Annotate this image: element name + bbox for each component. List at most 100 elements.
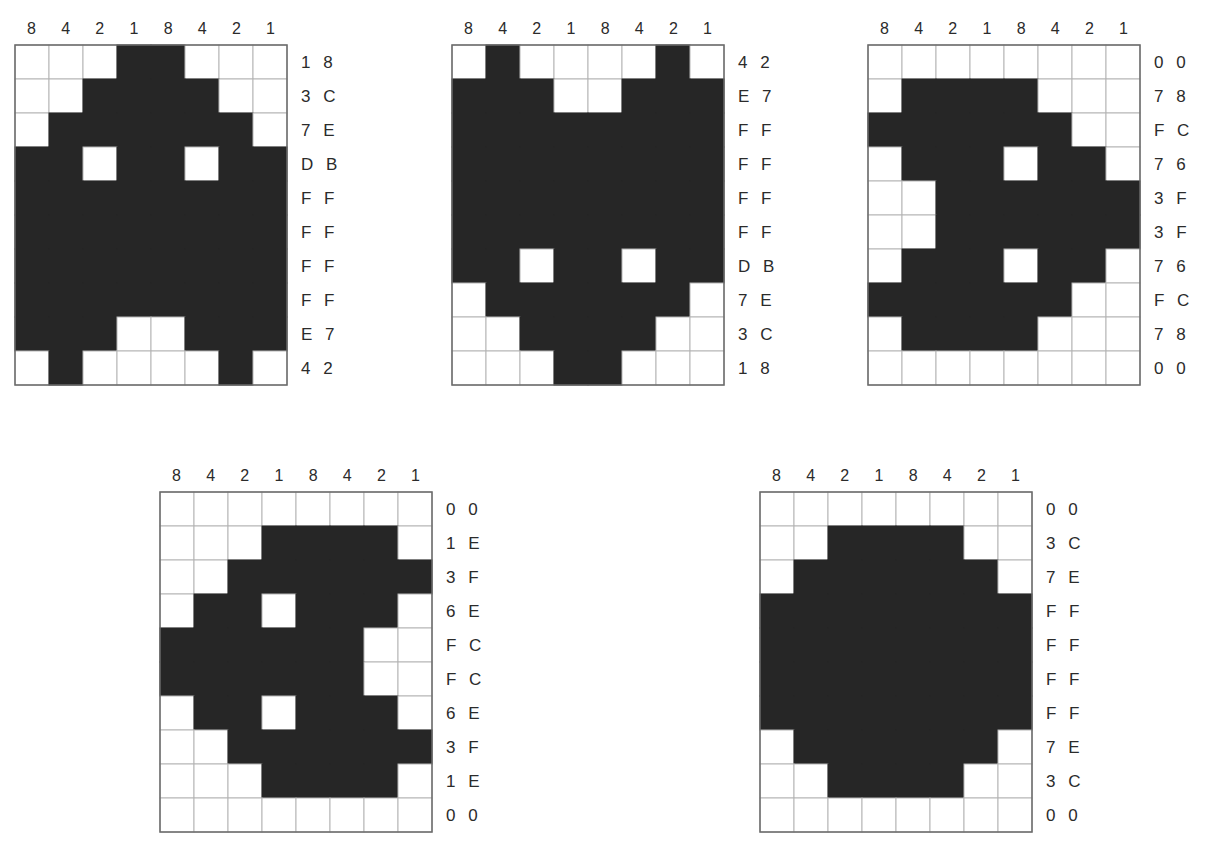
pixel-cell [1038,283,1072,317]
pixel-cell [622,351,656,385]
pixel-cell [902,113,936,147]
hex-value: 6 E [446,603,480,620]
hex-value: F F [301,258,335,275]
pixel-grid [451,44,725,386]
pixel-cell [554,79,588,113]
pixel-cell [690,45,724,79]
hex-value: 3 F [1154,190,1187,207]
pixel-cell [760,696,794,730]
pixel-cell [117,147,151,181]
hex-value: 7 E [1046,569,1080,586]
pixel-cell [296,560,330,594]
pixel-cell [970,79,1004,113]
pixel-cell [15,147,49,181]
pixel-cell [930,526,964,560]
pixel-cell [117,283,151,317]
pixel-cell [117,113,151,147]
pixel-cell [296,764,330,798]
pixel-cell [964,526,998,560]
pixel-cell [868,113,902,147]
pixel-cell [868,351,902,385]
pixel-cell [219,283,253,317]
hex-value: 0 0 [446,807,478,824]
pixel-cell [185,351,219,385]
pixel-cell [185,283,219,317]
pixel-cell [1072,79,1106,113]
pixel-cell [15,45,49,79]
pixel-cell [262,662,296,696]
pixel-cell [194,730,228,764]
pixel-cell [1106,79,1140,113]
pixel-cell [760,798,794,832]
pixel-cell [964,492,998,526]
pixel-cell [1072,249,1106,283]
pixel-cell [262,730,296,764]
pixel-cell [862,526,896,560]
pixel-cell [219,215,253,249]
grid-outline [868,45,1140,385]
pixel-cell [185,317,219,351]
pixel-cell [262,526,296,560]
pixel-cell [930,696,964,730]
pixel-cell [398,492,432,526]
hex-value: 7 6 [1154,156,1186,173]
pixel-cell [160,764,194,798]
pixel-cell [554,45,588,79]
pixel-cell [262,696,296,730]
pixel-cell [228,798,262,832]
pixel-cell [896,560,930,594]
pixel-cell [253,283,287,317]
pixel-cell [160,730,194,764]
pixel-cell [1106,351,1140,385]
pixel-cell [296,526,330,560]
pixel-cell [486,215,520,249]
pixel-cell [760,764,794,798]
pixel-cell [902,181,936,215]
pixel-cell [486,45,520,79]
pixel-cell [868,283,902,317]
pixel-cell [160,526,194,560]
pixel-cell [452,317,486,351]
pixel-cell [253,317,287,351]
pixel-cell [49,351,83,385]
pixel-cell [49,79,83,113]
pixel-cell [970,181,1004,215]
pixel-cell [554,181,588,215]
pixel-cell [964,798,998,832]
pixel-cell [828,798,862,832]
pixel-cell [1106,45,1140,79]
pixel-cell [970,113,1004,147]
pixel-cell [656,45,690,79]
hex-value: 7 6 [1154,258,1186,275]
pixel-cell [622,45,656,79]
pixel-cell [622,249,656,283]
hex-value: F C [446,637,481,654]
pixel-cell [862,628,896,662]
pixel-cell [1004,113,1038,147]
pixel-cell [398,628,432,662]
pixel-cell [690,351,724,385]
pixel-cell [588,79,622,113]
bit-weight-header: 8 4 2 1 8 4 2 1 [172,468,420,484]
pixel-cell [194,628,228,662]
pixel-cell [1004,215,1038,249]
pixel-cell [83,147,117,181]
pixel-cell [690,283,724,317]
pixel-cell [219,113,253,147]
pixel-cell [896,628,930,662]
pixel-cell [486,113,520,147]
pixel-cell [1072,351,1106,385]
pixel-cell [970,215,1004,249]
hex-value: F F [301,224,335,241]
hex-value: 0 0 [446,501,478,518]
pixel-cell [117,249,151,283]
pixel-cell [83,283,117,317]
pixel-cell [964,696,998,730]
hex-value: F F [1046,705,1080,722]
pixel-cell [828,662,862,696]
pixel-cell [862,798,896,832]
hex-value: F F [738,156,772,173]
pixel-cell [185,45,219,79]
pixel-cell [262,560,296,594]
pixel-cell [49,283,83,317]
